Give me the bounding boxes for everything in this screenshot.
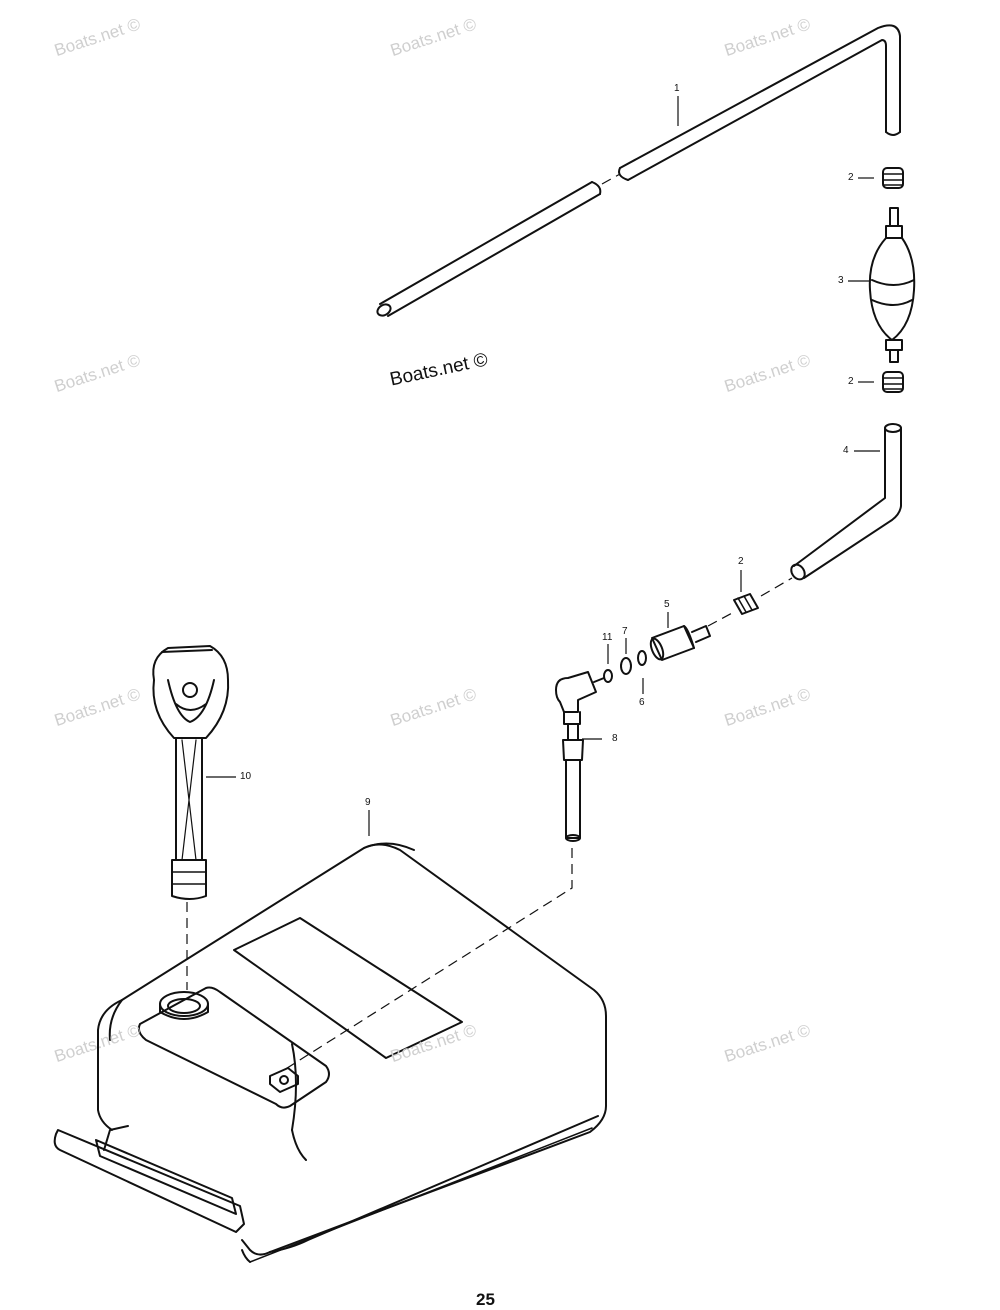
o-ring-7 [620,657,632,675]
callout-10: 10 [240,771,252,782]
hose-clamp-top [882,167,904,189]
fuel-hose-lower [790,423,902,581]
hose-clamp-middle [882,371,904,393]
page-number: 25 [476,1290,495,1309]
callout-11: 11 [602,632,613,643]
primer-bulb [868,207,916,363]
callout-9: 9 [365,797,371,808]
callout-2-middle: 2 [848,376,854,387]
callout-6: 6 [639,697,645,708]
fuel-tank [53,842,607,1263]
callout-8: 8 [612,733,618,744]
elbow-pickup-tube [555,671,597,842]
callout-1: 1 [674,83,680,94]
dash-hose-break [601,173,621,185]
hose-clamp-lower [733,593,759,615]
o-ring-6 [637,650,647,666]
o-ring-11 [593,669,613,683]
callout-3: 3 [838,275,844,286]
dash-tube-tank [283,848,573,1071]
fuel-hose-upper [376,24,901,317]
fuel-gauge-assembly [152,645,230,900]
callout-2-lower: 2 [738,556,744,567]
dash-clamp-hose [760,577,793,597]
dash-connector-clamp [707,611,735,627]
callout-4: 4 [843,445,849,456]
callout-7: 7 [622,626,628,637]
callout-2-top: 2 [848,172,854,183]
fuel-connector [649,625,711,661]
callout-5: 5 [664,599,670,610]
